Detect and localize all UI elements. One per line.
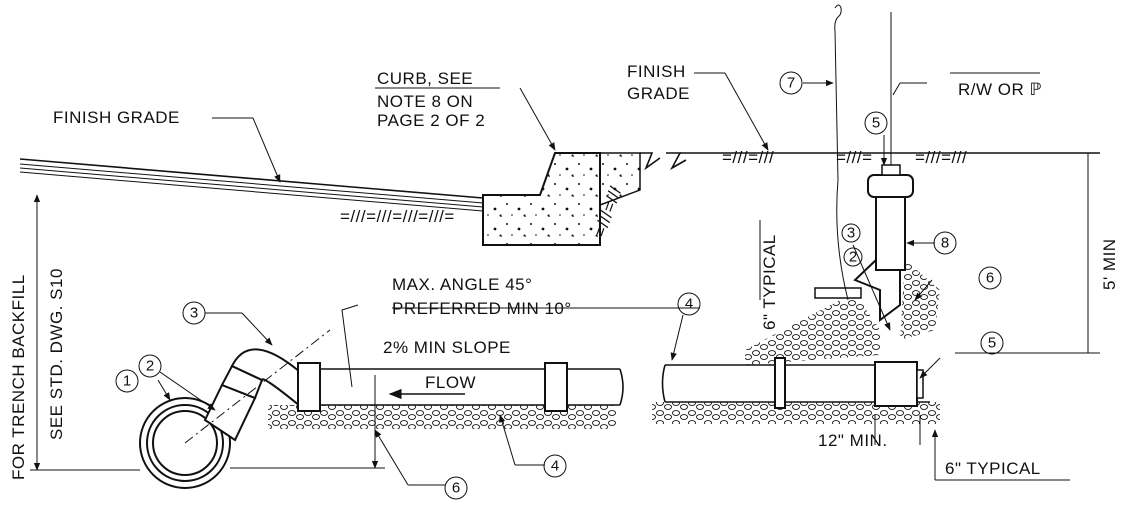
left-finish-grade: =///=///=///=///= bbox=[19, 158, 484, 226]
svg-text:4: 4 bbox=[551, 458, 559, 475]
svg-text:3: 3 bbox=[847, 225, 855, 242]
callout-2b: 2 bbox=[843, 247, 863, 267]
label-max-angle: MAX. ANGLE 45° bbox=[392, 275, 532, 294]
right-finish-grade: =///=/// =///= =///=/// bbox=[680, 148, 1100, 167]
svg-text:5: 5 bbox=[988, 335, 996, 352]
svg-text:8: 8 bbox=[941, 235, 949, 252]
angle-indication bbox=[184, 304, 700, 469]
svg-text:3: 3 bbox=[190, 305, 198, 322]
label-finish-right-2: GRADE bbox=[627, 84, 690, 103]
callout-3b: 3 bbox=[841, 223, 861, 243]
svg-text:=///=///: =///=/// bbox=[915, 148, 967, 167]
svg-text:2: 2 bbox=[146, 358, 154, 375]
svg-text:=///=: =///= bbox=[836, 148, 873, 167]
label-5-min: 5' MIN bbox=[1100, 238, 1119, 290]
left-lateral-pipe bbox=[297, 362, 624, 412]
svg-text:4: 4 bbox=[685, 296, 693, 313]
callout-1: 1 bbox=[115, 369, 139, 393]
tracer-wire bbox=[834, 4, 849, 301]
callout-4: 4 bbox=[543, 454, 567, 478]
callout-5-bottom: 5 bbox=[980, 331, 1004, 355]
cleanout-riser bbox=[814, 164, 914, 322]
callout-4b: 4 bbox=[677, 292, 701, 316]
label-curb-2: NOTE 8 ON bbox=[377, 92, 473, 111]
label-trench-1: FOR TRENCH BACKFILL bbox=[9, 274, 28, 480]
label-preferred-min: PREFERRED MIN 10° bbox=[392, 299, 572, 318]
label-curb-3: PAGE 2 OF 2 bbox=[377, 111, 485, 130]
label-finish-right-1: FINISH bbox=[627, 62, 686, 81]
callout-7: 7 bbox=[779, 71, 803, 95]
svg-text:6: 6 bbox=[452, 480, 460, 497]
label-trench-2: SEE STD. DWG. S10 bbox=[47, 268, 66, 440]
label-slope: 2% MIN SLOPE bbox=[383, 338, 511, 357]
svg-text:=///=///: =///=/// bbox=[722, 148, 774, 167]
break-line bbox=[640, 152, 687, 171]
callout-5-top: 5 bbox=[864, 111, 888, 135]
label-finish-grade-left: FINISH GRADE bbox=[53, 108, 180, 127]
dimensions bbox=[30, 152, 1100, 481]
callout-6: 6 bbox=[444, 476, 468, 500]
right-lateral-pipe bbox=[661, 357, 930, 409]
svg-text:5: 5 bbox=[872, 115, 880, 132]
svg-text:2: 2 bbox=[849, 249, 857, 266]
label-rw: R/W OR ℙ bbox=[958, 80, 1042, 99]
callout-3: 3 bbox=[182, 301, 206, 325]
svg-text:7: 7 bbox=[787, 75, 795, 92]
svg-text:1: 1 bbox=[123, 373, 131, 390]
leader-lines bbox=[157, 72, 1040, 486]
callout-8: 8 bbox=[933, 231, 957, 255]
grass-symbol: =///=///=///=///= bbox=[340, 207, 455, 226]
callout-6b: 6 bbox=[978, 266, 1002, 290]
label-12-min: 12" MIN. bbox=[818, 431, 888, 450]
curb: =///=/// bbox=[482, 152, 641, 246]
label-curb-1: CURB, SEE bbox=[377, 69, 473, 88]
label-6-typical-bottom: 6" TYPICAL bbox=[945, 459, 1041, 478]
label-6-typical-vertical: 6" TYPICAL bbox=[760, 234, 779, 330]
wye-fitting bbox=[203, 364, 264, 442]
callout-2: 2 bbox=[138, 354, 162, 378]
svg-text:6: 6 bbox=[986, 270, 994, 287]
label-flow: FLOW bbox=[425, 373, 476, 392]
